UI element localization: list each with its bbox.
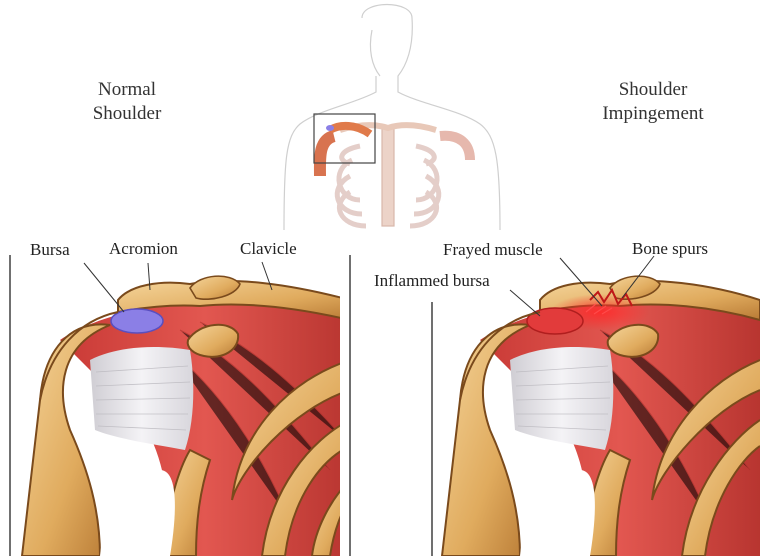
bursa-label: Bursa <box>30 240 70 260</box>
body-figure <box>284 5 500 231</box>
joint-gap <box>100 470 175 556</box>
bone-spurs-label: Bone spurs <box>632 239 708 259</box>
acromion-label: Acromion <box>109 239 178 259</box>
normal-shoulder-panel <box>22 276 350 556</box>
inflamed-bursa-label: Inflammed bursa <box>374 271 490 291</box>
inflamed-bursa-leader <box>510 290 540 316</box>
mini-bursa <box>326 125 334 131</box>
bursa-normal <box>111 309 163 333</box>
bursa-leader <box>84 263 124 312</box>
clavicle-label: Clavicle <box>240 239 297 259</box>
frayed-muscle-label: Frayed muscle <box>443 240 543 260</box>
impingement-panel <box>442 276 760 556</box>
